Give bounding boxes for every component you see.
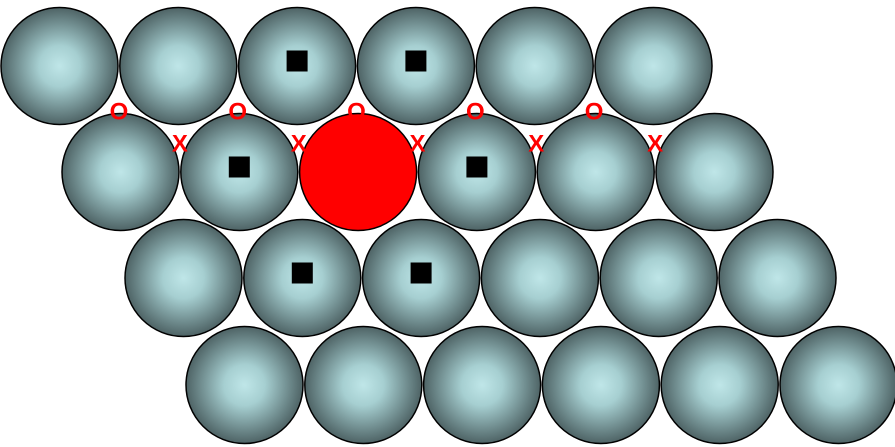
o-site-label: O bbox=[228, 98, 247, 125]
sphere-atom bbox=[718, 218, 837, 338]
sphere-atom bbox=[536, 112, 655, 232]
sphere-atom bbox=[599, 218, 718, 338]
o-site-label: O bbox=[110, 98, 129, 125]
square-site-marker bbox=[405, 50, 427, 72]
sphere-atom bbox=[475, 6, 594, 126]
o-site-label: O bbox=[347, 98, 366, 125]
square-site-marker bbox=[228, 156, 250, 178]
sphere-atom bbox=[541, 325, 661, 445]
sphere-atom bbox=[660, 325, 779, 445]
sphere-atom bbox=[422, 325, 542, 445]
sphere-atom bbox=[480, 218, 600, 338]
sphere-atom bbox=[779, 325, 895, 445]
sphere-atom bbox=[124, 218, 243, 338]
site-labels-layer: O O O O O X X X X X bbox=[110, 98, 664, 157]
sphere-atom bbox=[655, 112, 774, 232]
x-site-label: X bbox=[172, 130, 188, 157]
square-site-marker bbox=[291, 262, 313, 284]
sphere-atom bbox=[0, 6, 119, 126]
x-site-label: X bbox=[647, 130, 663, 157]
sphere-atom bbox=[119, 6, 238, 126]
square-markers-layer bbox=[228, 50, 488, 284]
x-site-label: X bbox=[291, 130, 307, 157]
highlighted-atom bbox=[298, 112, 418, 232]
square-site-marker bbox=[466, 156, 488, 178]
x-site-label: X bbox=[528, 130, 544, 157]
square-site-marker bbox=[286, 50, 308, 72]
o-site-label: O bbox=[585, 98, 604, 125]
spheres-layer bbox=[0, 6, 895, 445]
sphere-atom bbox=[594, 6, 713, 126]
square-site-marker bbox=[410, 262, 432, 284]
o-site-label: O bbox=[466, 98, 485, 125]
sphere-atom bbox=[304, 325, 423, 445]
sphere-atom bbox=[185, 325, 304, 445]
x-site-label: X bbox=[409, 130, 425, 157]
sphere-atom bbox=[61, 112, 180, 232]
